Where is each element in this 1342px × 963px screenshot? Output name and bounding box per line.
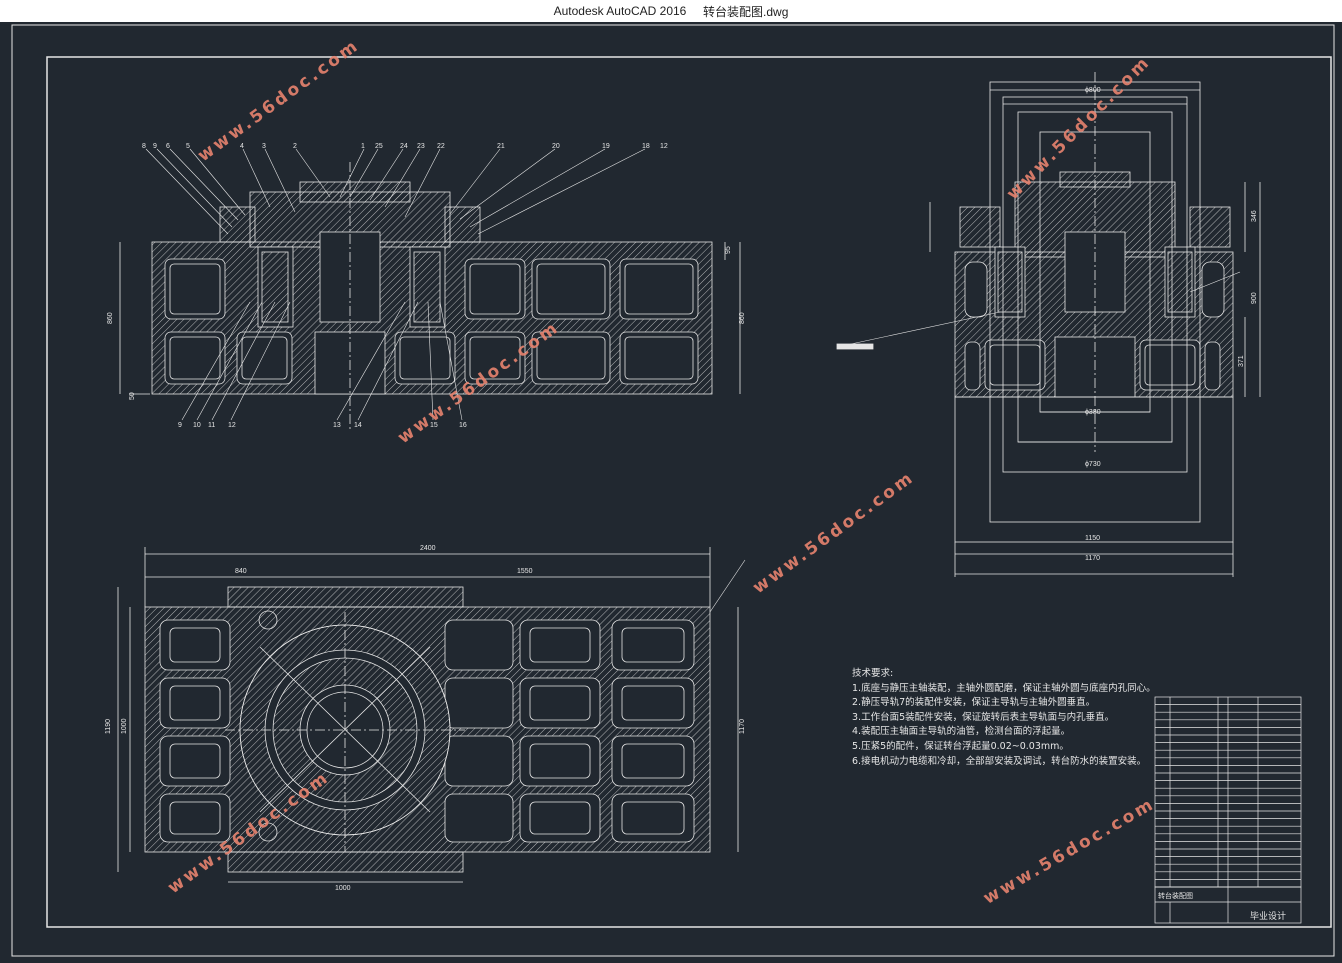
dim-plan-left: 840 bbox=[235, 568, 247, 575]
tech-item: 2.静压导轨7的装配件安装，保证主导轨与主轴外圆垂直。 bbox=[852, 697, 1096, 709]
part-balloon: 24 bbox=[400, 143, 408, 150]
inner-border bbox=[46, 56, 1332, 928]
tech-item: 4.装配压主轴面主导轨的油管，检测台面的浮起量。 bbox=[852, 726, 1071, 738]
part-balloon: 1 bbox=[361, 143, 365, 150]
part-balloon: 12 bbox=[228, 422, 236, 429]
front-section-view: 860 860 50 95 bbox=[107, 148, 746, 432]
tech-item: 6.接电机动力电缆和冷却，全部部安装及调试，转台防水的装置安装。 bbox=[852, 755, 1147, 767]
title-block-designation: 毕业设计 bbox=[1250, 912, 1287, 922]
outer-border bbox=[11, 24, 1335, 957]
part-balloon: 21 bbox=[497, 143, 505, 150]
dim-plan-h3: 1170 bbox=[739, 719, 746, 734]
dim-front-h-right: 860 bbox=[739, 312, 746, 324]
dim-side-d2: ϕ380 bbox=[1085, 409, 1101, 416]
part-balloon: 5 bbox=[186, 143, 190, 150]
dim-side-h3: 346 bbox=[1251, 210, 1258, 222]
part-balloon: 2 bbox=[293, 143, 297, 150]
part-balloon: 6 bbox=[166, 143, 170, 150]
tech-item: 5.压紧5的配件，保证转台浮起量0.02~0.03mm。 bbox=[852, 740, 1069, 752]
part-balloon: 9 bbox=[153, 143, 157, 150]
app-title: Autodesk AutoCAD 2016 bbox=[553, 4, 687, 18]
parts-list-table bbox=[1154, 696, 1302, 924]
window-title-bar: Autodesk AutoCAD 2016 转台装配图.dwg bbox=[0, 0, 1342, 23]
tech-heading: 技术要求: bbox=[852, 668, 894, 679]
part-balloon: 15 bbox=[430, 422, 438, 429]
part-balloon: 10 bbox=[193, 422, 201, 429]
part-balloon: 16 bbox=[459, 422, 467, 429]
dim-side-w2: 1170 bbox=[1085, 555, 1100, 562]
part-balloon: 20 bbox=[552, 143, 560, 150]
balloons-bottom: 9 10 11 12 13 14 15 16 bbox=[178, 422, 467, 429]
dim-side-h2: 371 bbox=[1238, 355, 1245, 367]
part-balloon: 12 bbox=[660, 143, 668, 150]
part-balloon: 4 bbox=[240, 143, 244, 150]
title-block-drawing-name: 转台装配图 bbox=[1158, 892, 1193, 900]
part-balloon: 19 bbox=[602, 143, 610, 150]
dim-front-base: 50 bbox=[129, 392, 136, 400]
part-balloon: 14 bbox=[354, 422, 362, 429]
dim-plan-right: 1550 bbox=[517, 568, 533, 575]
dim-side-d1: ϕ800 bbox=[1085, 87, 1101, 94]
part-balloon: 9 bbox=[178, 422, 182, 429]
dim-plan-total: 2400 bbox=[420, 545, 436, 552]
part-balloon: 18 bbox=[642, 143, 650, 150]
dim-plan-h1: 1190 bbox=[105, 719, 112, 734]
dim-front-top: 95 bbox=[725, 246, 732, 254]
dim-front-h-left: 860 bbox=[107, 312, 114, 324]
part-balloon: 23 bbox=[417, 143, 425, 150]
tech-item: 1.底座与静压主轴装配，主轴外圆配磨，保证主轴外圆与底座内孔同心。 bbox=[852, 682, 1156, 694]
drawing-svg: 860 860 50 95 89654321252423222120191812… bbox=[11, 24, 1335, 957]
dim-plan-h2: 1000 bbox=[121, 718, 128, 734]
dim-side-d3: ϕ730 bbox=[1085, 461, 1101, 468]
file-name: 转台装配图.dwg bbox=[703, 4, 789, 19]
tech-item: 3.工作台面5装配件安装，保证旋转后表主导轨面与内孔垂直。 bbox=[852, 711, 1115, 723]
part-balloon: 8 bbox=[142, 143, 146, 150]
part-balloon: 11 bbox=[208, 422, 215, 429]
part-balloon: 25 bbox=[375, 143, 383, 150]
dim-side-h1: 900 bbox=[1251, 292, 1258, 304]
dim-side-w1: 1150 bbox=[1085, 535, 1100, 542]
plan-view: 2400 840 1550 1000 1190 1000 1170 bbox=[105, 545, 746, 892]
part-balloon: 22 bbox=[437, 143, 445, 150]
part-balloon: 13 bbox=[333, 422, 341, 429]
side-section-view: ϕ800 ϕ380 ϕ730 1150 1170 900 371 346 bbox=[836, 72, 1261, 577]
part-balloon: 3 bbox=[262, 143, 266, 150]
tech-requirements: 技术要求: 1.底座与静压主轴装配，主轴外圆配磨，保证主轴外圆与底座内孔同心。 … bbox=[852, 667, 1156, 769]
dim-plan-bottom: 1000 bbox=[335, 885, 351, 892]
